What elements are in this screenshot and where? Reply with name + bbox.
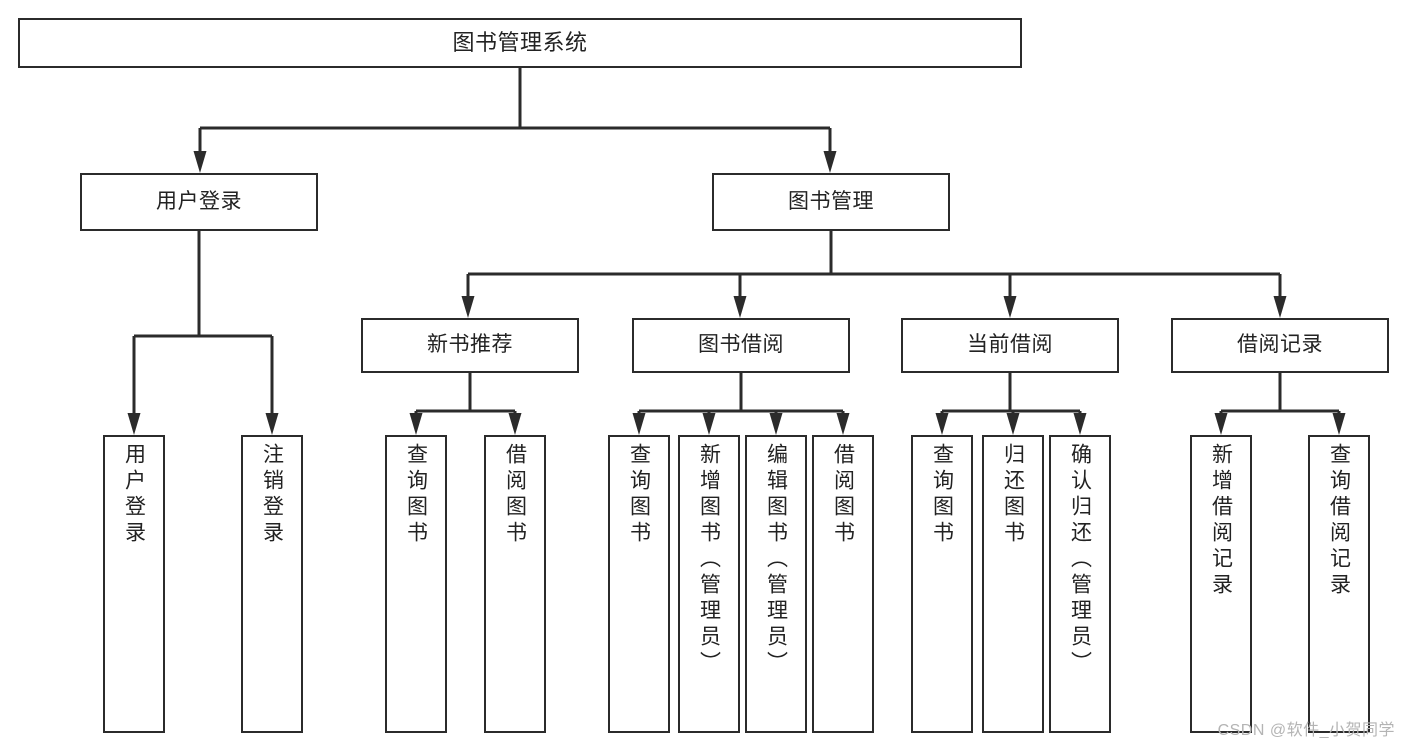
node-leaf-user-login-label: 用户登录 <box>122 443 146 547</box>
node-leaf-query-book-1-label: 查询图书 <box>404 443 428 547</box>
arrowhead-icon <box>836 413 850 435</box>
arrowhead-icon <box>1006 413 1020 435</box>
node-leaf-query-record[interactable]: 查询借阅记录 <box>1308 435 1370 733</box>
node-leaf-query-book-3[interactable]: 查询图书 <box>911 435 973 733</box>
arrowhead-icon <box>409 413 423 435</box>
node-leaf-user-login[interactable]: 用户登录 <box>103 435 165 733</box>
node-current-borrow-label: 当前借阅 <box>967 333 1053 357</box>
node-new-book-recommend[interactable]: 新书推荐 <box>361 318 579 373</box>
arrowhead-icon <box>702 413 716 435</box>
node-book-borrow-label: 图书借阅 <box>698 333 784 357</box>
node-new-book-recommend-label: 新书推荐 <box>427 333 513 357</box>
node-borrow-record[interactable]: 借阅记录 <box>1171 318 1389 373</box>
node-leaf-query-book-2[interactable]: 查询图书 <box>608 435 670 733</box>
node-leaf-confirm-return[interactable]: 确认归还（管理员） <box>1049 435 1111 733</box>
node-root[interactable]: 图书管理系统 <box>18 18 1022 68</box>
arrowhead-icon <box>127 413 141 435</box>
watermark: CSDN @软件_小贺同学 <box>1217 722 1395 739</box>
arrowhead-icon <box>1332 413 1346 435</box>
node-root-label: 图书管理系统 <box>452 30 588 56</box>
node-leaf-borrow-book-1-label: 借阅图书 <box>503 443 527 547</box>
arrowhead-icon <box>461 296 475 318</box>
node-user-login-label: 用户登录 <box>156 189 242 213</box>
node-leaf-borrow-book-1[interactable]: 借阅图书 <box>484 435 546 733</box>
arrowhead-icon <box>769 413 783 435</box>
node-leaf-query-book-1[interactable]: 查询图书 <box>385 435 447 733</box>
node-leaf-borrow-book-2-label: 借阅图书 <box>831 443 855 547</box>
node-leaf-return-book[interactable]: 归还图书 <box>982 435 1044 733</box>
arrowhead-icon <box>1214 413 1228 435</box>
node-book-borrow[interactable]: 图书借阅 <box>632 318 850 373</box>
node-current-borrow[interactable]: 当前借阅 <box>901 318 1119 373</box>
node-leaf-user-logout-label: 注销登录 <box>260 443 284 547</box>
arrowhead-icon <box>733 296 747 318</box>
node-leaf-add-book[interactable]: 新增图书（管理员） <box>678 435 740 733</box>
arrowhead-icon <box>508 413 522 435</box>
node-leaf-add-record[interactable]: 新增借阅记录 <box>1190 435 1252 733</box>
arrowhead-icon <box>823 151 837 173</box>
node-leaf-add-record-label: 新增借阅记录 <box>1209 443 1233 599</box>
node-book-manage[interactable]: 图书管理 <box>712 173 950 231</box>
node-leaf-user-logout[interactable]: 注销登录 <box>241 435 303 733</box>
node-leaf-confirm-return-label: 确认归还（管理员） <box>1068 443 1092 677</box>
arrowhead-icon <box>1003 296 1017 318</box>
node-leaf-edit-book[interactable]: 编辑图书（管理员） <box>745 435 807 733</box>
node-book-manage-label: 图书管理 <box>788 189 874 213</box>
node-leaf-query-book-2-label: 查询图书 <box>627 443 651 547</box>
node-borrow-record-label: 借阅记录 <box>1237 333 1323 357</box>
arrowhead-icon <box>1273 296 1287 318</box>
arrowhead-icon <box>1073 413 1087 435</box>
arrowhead-icon <box>265 413 279 435</box>
node-leaf-query-book-3-label: 查询图书 <box>930 443 954 547</box>
arrowhead-icon <box>193 151 207 173</box>
node-leaf-edit-book-label: 编辑图书（管理员） <box>764 443 788 677</box>
node-user-login[interactable]: 用户登录 <box>80 173 318 231</box>
node-leaf-query-record-label: 查询借阅记录 <box>1327 443 1351 599</box>
node-leaf-add-book-label: 新增图书（管理员） <box>697 443 721 677</box>
arrowhead-icon <box>935 413 949 435</box>
node-leaf-return-book-label: 归还图书 <box>1001 443 1025 547</box>
arrowhead-icon <box>632 413 646 435</box>
node-leaf-borrow-book-2[interactable]: 借阅图书 <box>812 435 874 733</box>
